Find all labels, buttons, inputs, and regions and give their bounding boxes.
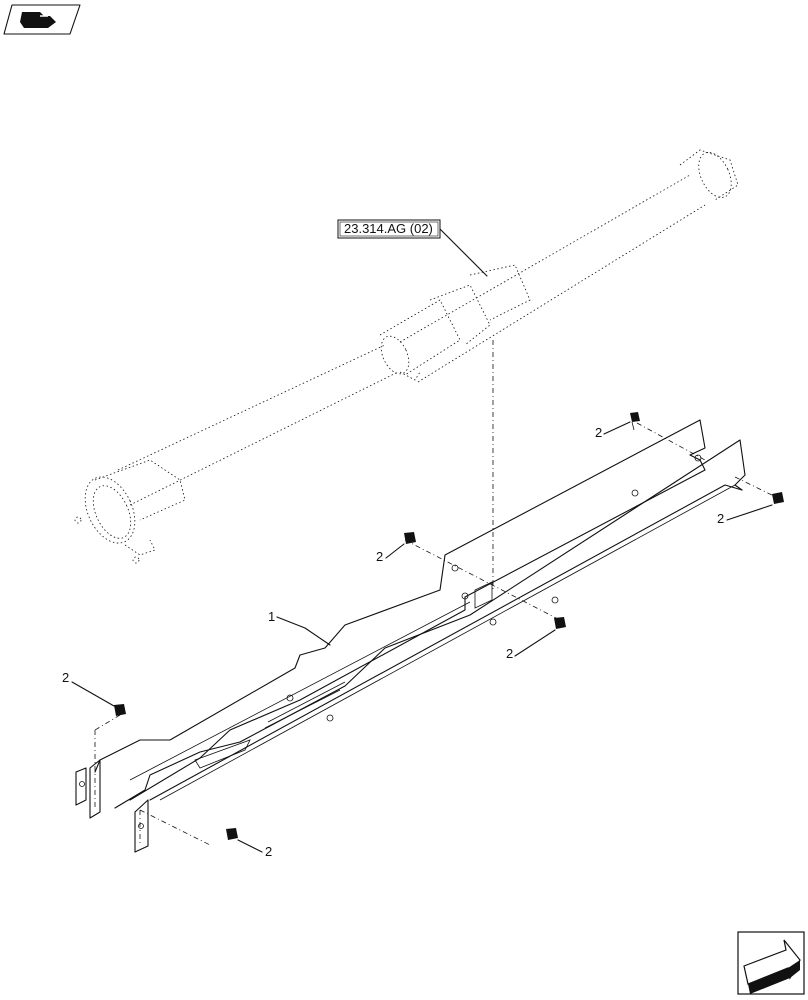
bolt-far-right[interactable]: 2 (717, 492, 784, 526)
frame-callout[interactable]: 1 (268, 609, 331, 646)
part-catalog-icon[interactable] (3, 4, 81, 35)
bolt-middle[interactable]: 2 (376, 532, 416, 564)
reference-callout[interactable]: 23.314.AG (02) (337, 219, 488, 277)
support-frame (75, 419, 746, 853)
drive-shaft (74, 149, 739, 564)
next-page-arrow-icon[interactable] (737, 931, 805, 995)
label-2-upper-right: 2 (595, 425, 602, 440)
label-2-center-lower: 2 (506, 646, 513, 661)
bolt-upper-right[interactable]: 2 (595, 412, 640, 440)
label-2-middle: 2 (376, 549, 383, 564)
alignment-lines (94, 340, 779, 846)
bolt-left[interactable]: 2 (62, 670, 126, 716)
label-2-far-right: 2 (717, 511, 724, 526)
reference-text: 23.314.AG (02) (344, 221, 433, 236)
label-2-bottom: 2 (265, 844, 272, 859)
bolt-bottom[interactable]: 2 (226, 828, 272, 859)
bolt-center-lower[interactable]: 2 (506, 617, 566, 661)
label-2-left: 2 (62, 670, 69, 685)
label-1: 1 (268, 609, 275, 624)
